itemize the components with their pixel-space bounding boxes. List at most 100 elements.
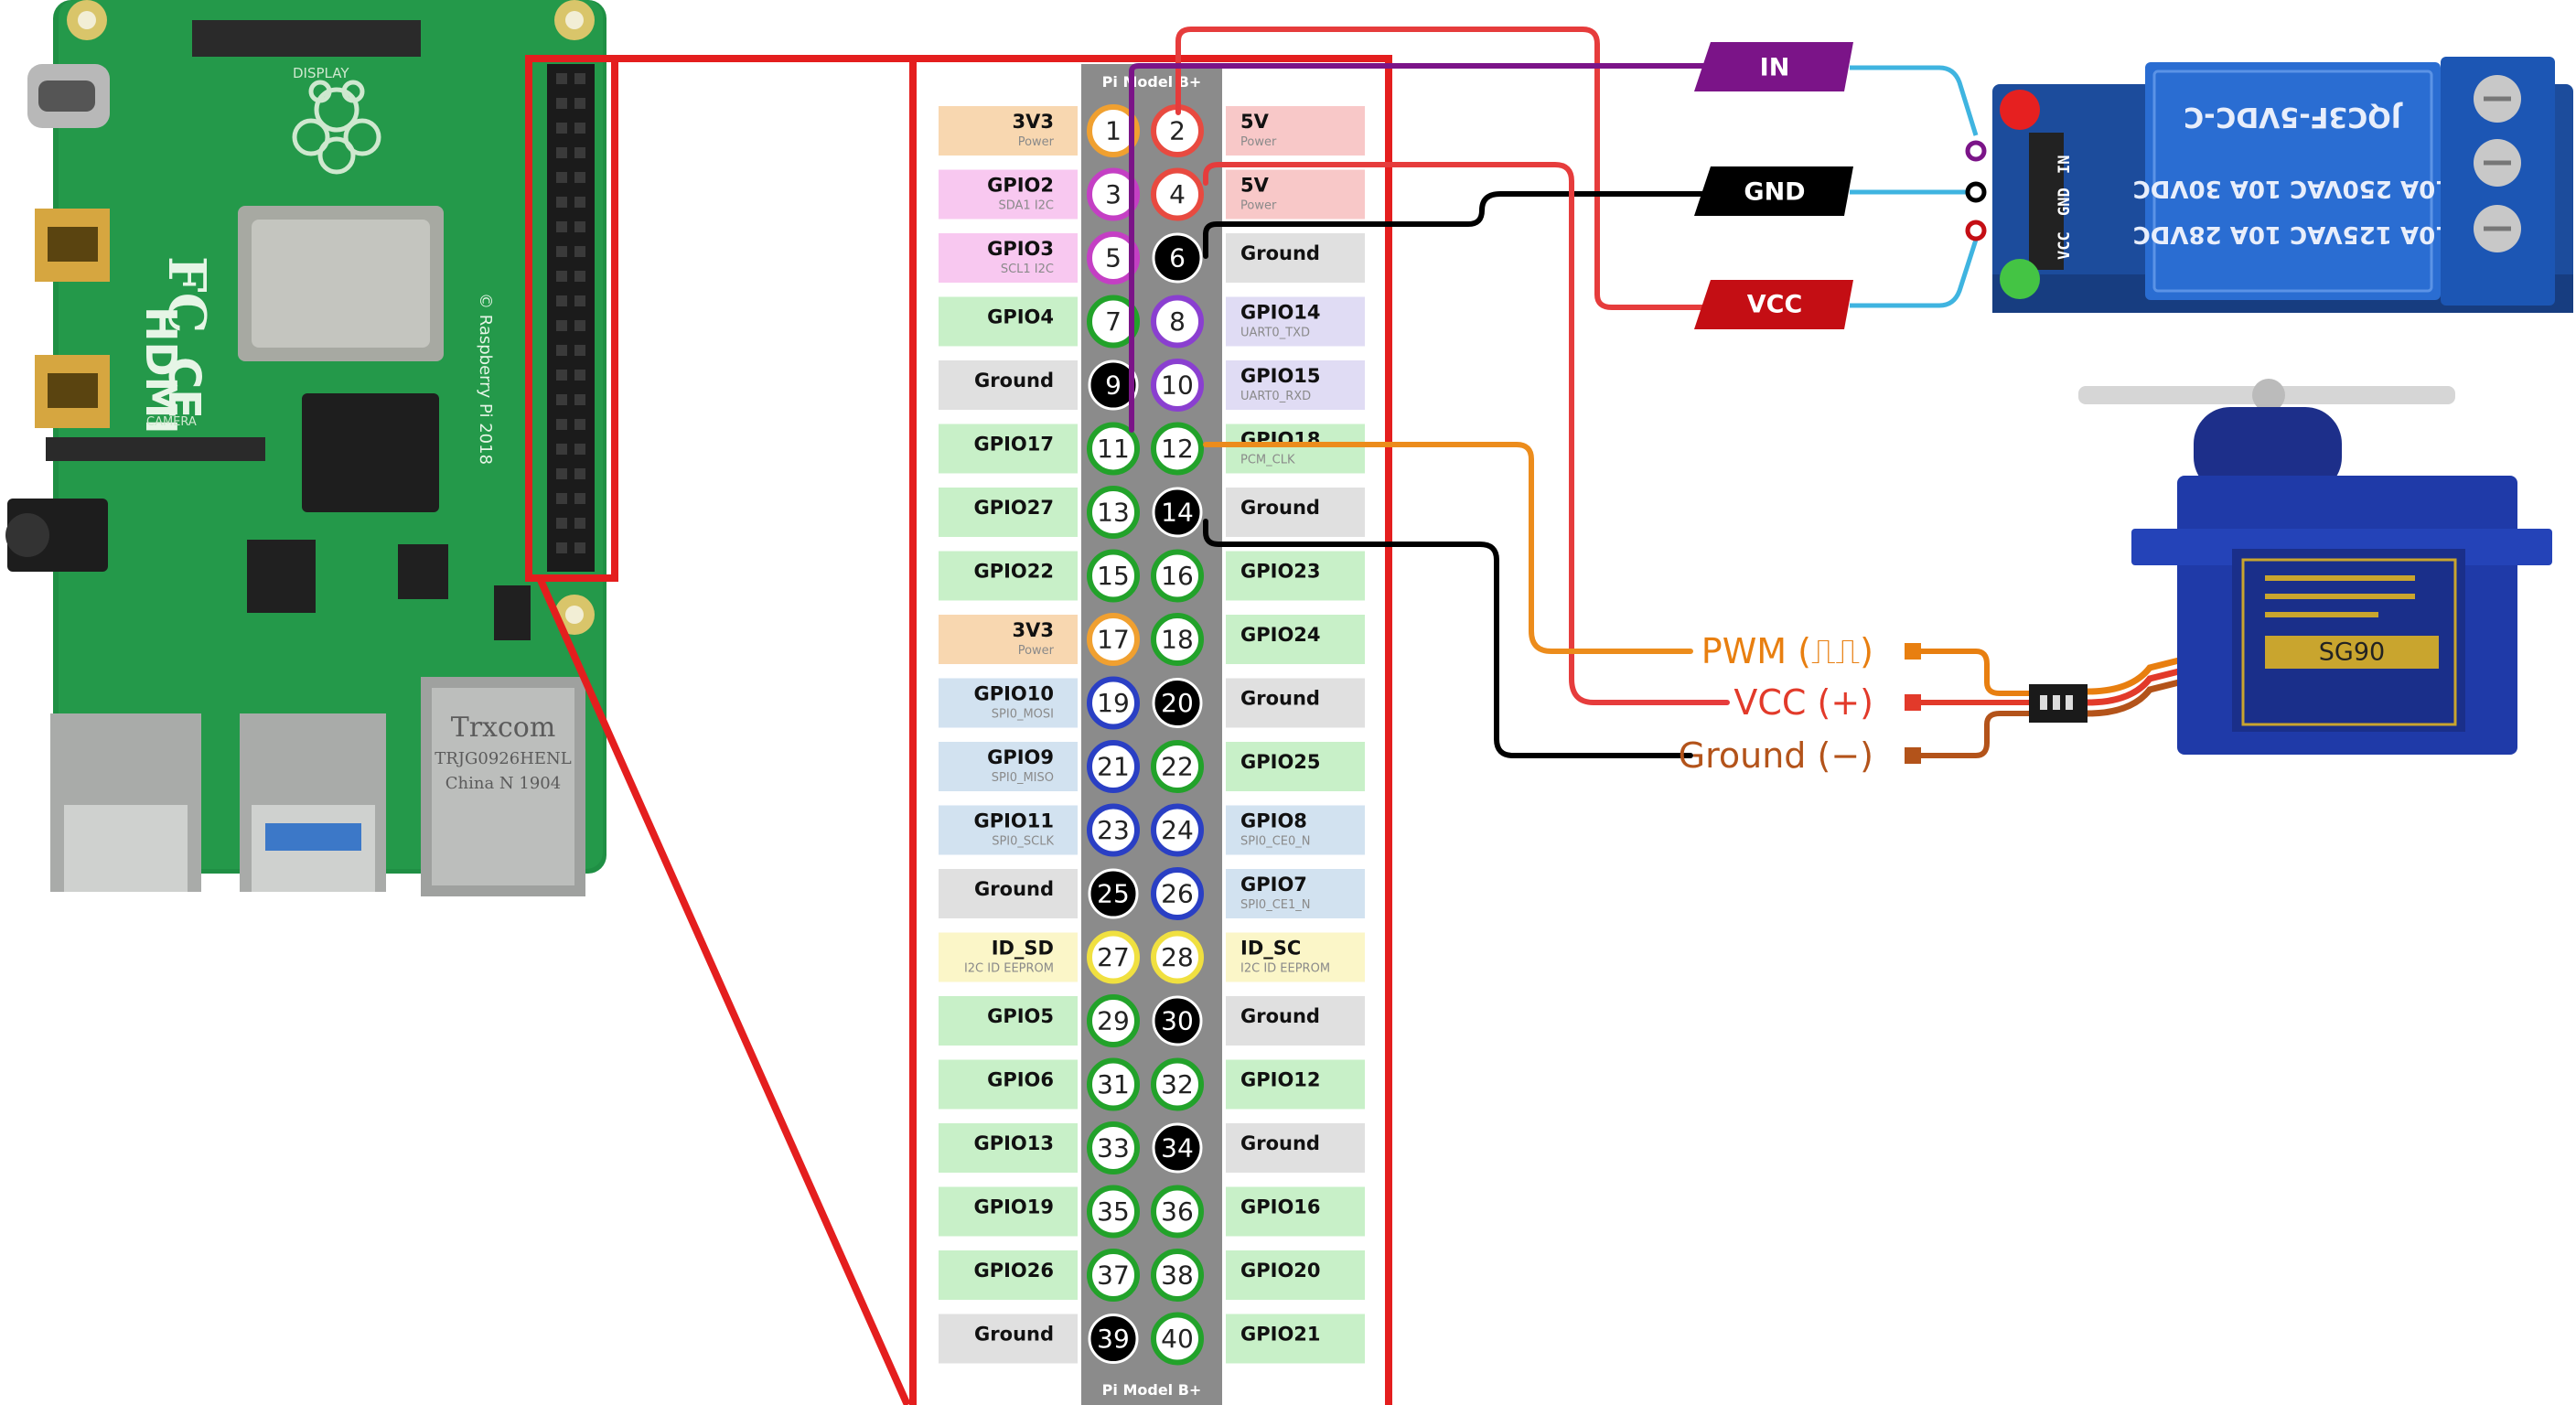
wire-relay-gnd (1203, 191, 1713, 259)
chip (494, 585, 531, 640)
pin-sublabel: Power (1240, 135, 1277, 149)
pin-label: GPIO9 (987, 746, 1054, 768)
pin-number: 30 (1161, 1006, 1194, 1036)
pin-number: 9 (1105, 370, 1122, 401)
pin-label-bg (939, 551, 1078, 601)
pin-label-bg (1226, 106, 1365, 156)
servo-connections: PWM (⎍⎍) VCC (+) Ground (−) (1679, 631, 2187, 776)
pin-label-bg (939, 615, 1078, 664)
servo-model: SG90 (2319, 638, 2385, 667)
pin-label: Ground (974, 878, 1054, 900)
pin-4 (1151, 167, 1204, 221)
header-bottom: Pi Model B+ (1102, 1381, 1202, 1399)
relay-pin-header (2029, 133, 2064, 270)
pinout-frame (909, 55, 1392, 1405)
pin-label: GPIO24 (1240, 624, 1321, 646)
camera-connector (46, 437, 265, 461)
pin-label: GPIO10 (973, 683, 1054, 705)
header-pin (556, 419, 567, 430)
header-pin (574, 394, 585, 405)
header-pin (556, 172, 567, 183)
pin-label-bg (939, 169, 1078, 220)
tag-gnd-label: GND (1744, 178, 1805, 207)
pin-label: Ground (1240, 688, 1320, 710)
gpio-header-pins (556, 73, 585, 553)
pin-label: ID_SD (992, 938, 1054, 960)
pin-sublabel: UART0_TXD (1240, 327, 1310, 340)
relay-rating-1: 10A 250VAC 10A 30VDC (2133, 175, 2453, 202)
pin-label: Ground (1240, 1132, 1320, 1154)
pin-number: 20 (1161, 688, 1194, 718)
pin-label: Ground (1240, 497, 1320, 519)
servo-pwm-label: PWM (⎍⎍) (1701, 631, 1873, 671)
brand-label: © Raspberry Pi 2018 (476, 293, 495, 465)
header-pin (556, 394, 567, 405)
pin-column-bg (1081, 64, 1222, 1405)
pin-number: 19 (1097, 688, 1130, 718)
pin-label: Ground (1240, 242, 1320, 264)
pin-number: 10 (1161, 370, 1194, 401)
pin-number: 18 (1161, 625, 1194, 655)
pin-number: 39 (1097, 1324, 1130, 1354)
pin-38 (1151, 1249, 1204, 1302)
pin-label: Ground (1240, 1005, 1320, 1027)
pin-30 (1152, 995, 1203, 1046)
header-pin (574, 197, 585, 208)
pin-21 (1087, 740, 1140, 793)
header-pin (574, 246, 585, 257)
pin-33 (1087, 1121, 1140, 1174)
header-pin (574, 444, 585, 455)
pin-label: GPIO6 (987, 1069, 1054, 1091)
relay-model: JQC3F-5VDC-C (2184, 101, 2403, 133)
pin-number: 5 (1105, 243, 1122, 273)
header-pin (556, 271, 567, 282)
chip (398, 544, 448, 599)
header-pin (556, 197, 567, 208)
relay-module: IN GND VCC JQC3F-5VDC-C 10A 250VAC 10A 3… (1992, 57, 2573, 313)
header-pin (556, 518, 567, 529)
pin-1 (1087, 104, 1140, 157)
pin-label: GPIO5 (987, 1005, 1054, 1027)
pin-9 (1088, 359, 1139, 411)
servo-gear-housing (2194, 407, 2342, 494)
pin-34 (1152, 1122, 1203, 1174)
pin-label-bg (939, 996, 1078, 1046)
pin-number: 12 (1161, 434, 1194, 464)
pin-label: GPIO21 (1240, 1324, 1321, 1346)
wire-servo-gnd (1203, 519, 1693, 758)
header-pin (574, 295, 585, 306)
pin-sublabel: PCM_CLK (1240, 454, 1295, 467)
pin-label-bg (1226, 1123, 1365, 1173)
header-pin (574, 172, 585, 183)
pin-10 (1151, 359, 1204, 412)
relay-rating-2: 10A 125VAC 10A 28VDC (2133, 220, 2453, 248)
pin-number: 40 (1161, 1324, 1194, 1354)
header-pin (556, 493, 567, 504)
header-pin (574, 493, 585, 504)
pin-number: 17 (1097, 625, 1130, 655)
zoom-highlight (525, 55, 1392, 1405)
pin-label: GPIO7 (1240, 874, 1307, 896)
pin-label: GPIO3 (987, 238, 1054, 260)
pin-number: 36 (1161, 1196, 1194, 1227)
header-pin (556, 123, 567, 134)
pin-sublabel: Power (1018, 135, 1055, 149)
tag-vcc-label: VCC (1747, 291, 1803, 319)
header-pin (556, 542, 567, 553)
relay-box (2145, 62, 2441, 300)
pin-label-bg (939, 742, 1078, 791)
pin-number: 6 (1169, 243, 1186, 273)
header-pin (556, 320, 567, 331)
pin-27 (1087, 930, 1140, 984)
servo-gnd-label: Ground (−) (1679, 735, 1873, 776)
header-pin (556, 73, 567, 84)
pin-label: ID_SC (1240, 938, 1301, 960)
pin-sublabel: SPI0_MISO (992, 771, 1054, 785)
pin-label: GPIO14 (1240, 302, 1321, 324)
header-pin (574, 345, 585, 356)
pin-label-bg (1226, 932, 1365, 982)
tag-gnd (1694, 166, 1853, 216)
pin-label: 5V (1240, 111, 1270, 133)
header-pin (574, 468, 585, 479)
